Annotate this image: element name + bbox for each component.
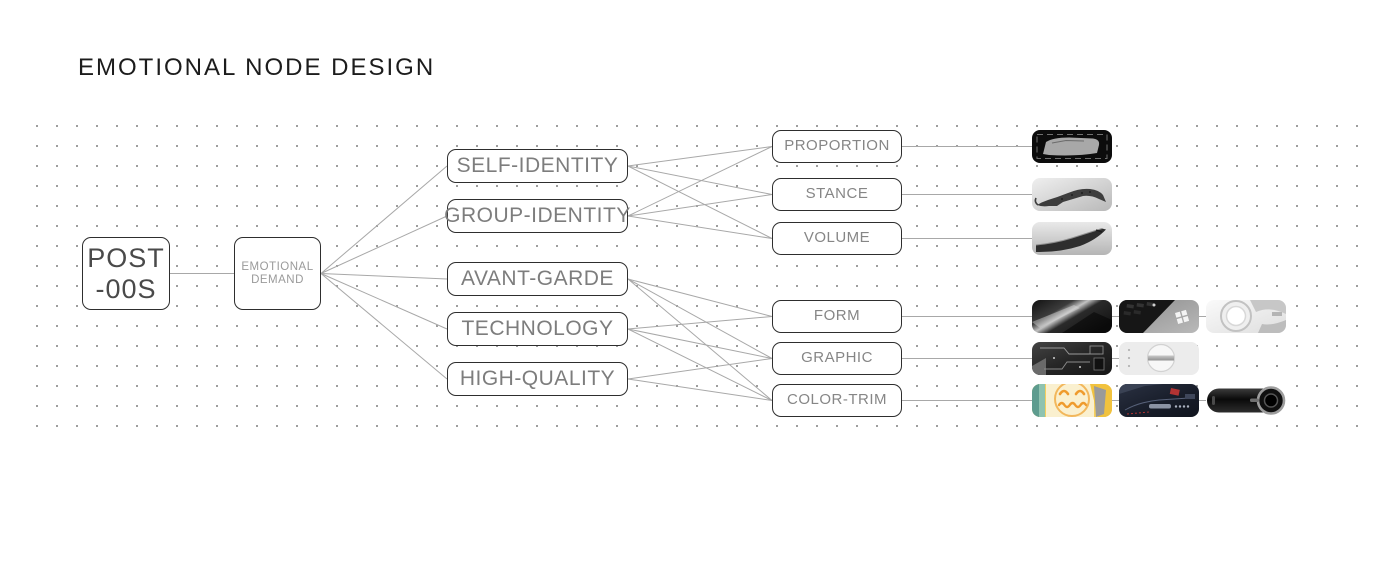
node-technology-label: TECHNOLOGY bbox=[461, 317, 614, 341]
stance-thumbnail bbox=[1032, 178, 1112, 211]
form-thumbnail-1 bbox=[1032, 300, 1112, 333]
node-technology: TECHNOLOGY bbox=[447, 312, 628, 346]
node-color-trim-label: COLOR-TRIM bbox=[787, 391, 887, 409]
car-silhouette-icon bbox=[1032, 130, 1112, 163]
node-form-label: FORM bbox=[813, 307, 861, 325]
metallic-surface-icon bbox=[1032, 300, 1112, 333]
graphic-thumbnail-1 bbox=[1032, 342, 1112, 375]
node-post-00s: POST -00S bbox=[82, 237, 170, 310]
laptop-windows-logo-icon bbox=[1119, 300, 1199, 333]
node-high-quality-label: HIGH-QUALITY bbox=[459, 367, 616, 391]
node-proportion-label: PROPORTION bbox=[784, 137, 890, 155]
node-color-trim: COLOR-TRIM bbox=[772, 384, 902, 417]
page-title: EMOTIONAL NODE DESIGN bbox=[78, 54, 436, 81]
node-emotional-demand-line1: EMOTIONAL bbox=[241, 260, 314, 273]
node-avant-garde: AVANT-GARDE bbox=[447, 262, 628, 296]
node-graphic-label: GRAPHIC bbox=[801, 349, 873, 367]
white-circular-device-icon bbox=[1206, 300, 1286, 333]
node-volume: VOLUME bbox=[772, 222, 902, 255]
node-group-identity-label: GROUP-IDENTITY bbox=[444, 204, 631, 228]
node-group-identity: GROUP-IDENTITY bbox=[444, 199, 631, 233]
node-post-00s-line1: POST bbox=[87, 243, 165, 274]
node-post-00s-line2: -00S bbox=[95, 273, 157, 304]
colortrim-thumbnail-2 bbox=[1119, 384, 1199, 417]
node-self-identity-label: SELF-IDENTITY bbox=[456, 154, 619, 178]
navy-interior-trim-icon bbox=[1119, 384, 1199, 417]
white-dial-device-icon bbox=[1119, 342, 1199, 375]
node-form: FORM bbox=[772, 300, 902, 333]
leopard-icon bbox=[1032, 178, 1112, 211]
colortrim-thumbnail-3 bbox=[1206, 384, 1286, 417]
node-self-identity: SELF-IDENTITY bbox=[447, 149, 628, 183]
proportion-thumbnail bbox=[1032, 130, 1112, 163]
graphic-thumbnail-2 bbox=[1119, 342, 1199, 375]
node-stance-label: STANCE bbox=[805, 185, 869, 203]
form-thumbnail-3 bbox=[1206, 300, 1286, 333]
black-cylinder-speaker-icon bbox=[1206, 384, 1286, 417]
tech-panel-icon bbox=[1032, 342, 1112, 375]
node-stance: STANCE bbox=[772, 178, 902, 211]
smiley-fabric-icon bbox=[1032, 384, 1112, 417]
node-volume-label: VOLUME bbox=[803, 229, 871, 247]
node-high-quality: HIGH-QUALITY bbox=[447, 362, 628, 396]
node-proportion: PROPORTION bbox=[772, 130, 902, 163]
node-graphic: GRAPHIC bbox=[772, 342, 902, 375]
volume-thumbnail bbox=[1032, 222, 1112, 255]
colortrim-thumbnail-1 bbox=[1032, 384, 1112, 417]
form-thumbnail-2 bbox=[1119, 300, 1199, 333]
node-avant-garde-label: AVANT-GARDE bbox=[461, 267, 614, 291]
node-emotional-demand: EMOTIONAL DEMAND bbox=[234, 237, 321, 310]
node-emotional-demand-line2: DEMAND bbox=[251, 273, 304, 286]
ship-hull-icon bbox=[1032, 222, 1112, 255]
